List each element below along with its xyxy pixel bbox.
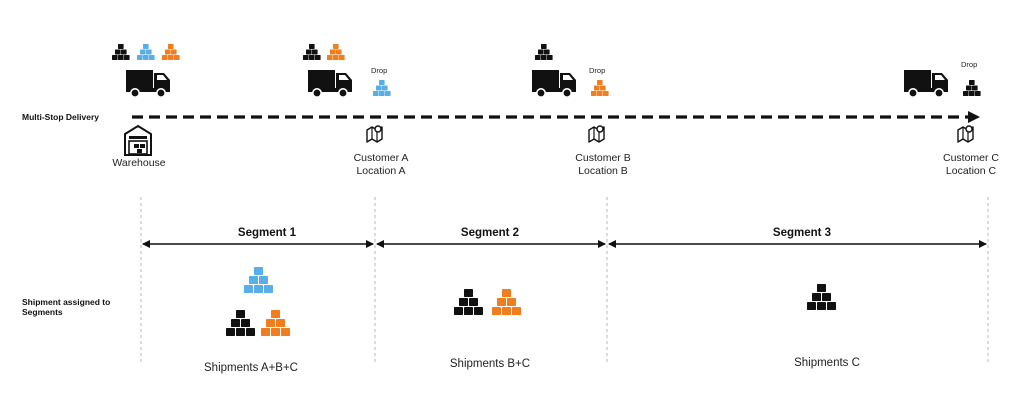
truck-icon (903, 69, 949, 98)
box-stack-icon (591, 80, 609, 96)
segment-label: Segment 3 (772, 227, 832, 239)
truck-icon (125, 69, 171, 98)
location-label-customer-b: Customer B Location B (543, 152, 663, 178)
shipments-label: Shipments A+B+C (204, 362, 298, 374)
shipments-assigned-label-line2: Segments (22, 307, 63, 317)
location-label-warehouse: Warehouse (79, 157, 199, 170)
segment-label: Segment 1 (237, 227, 297, 239)
box-stack-icon (303, 44, 321, 60)
location-sub: Location A (356, 165, 406, 177)
box-stack-icon (963, 80, 981, 96)
location-name: Customer A (353, 152, 409, 164)
shipments-assigned-label: Shipment assigned to Segments (22, 297, 110, 317)
location-label-customer-c: Customer C Location C (911, 152, 1031, 178)
box-stack-icon (535, 44, 553, 60)
map-icon (588, 125, 605, 143)
location-sub: Location C (945, 165, 997, 177)
segment-label: Segment 2 (460, 227, 520, 239)
box-stack-icon (162, 44, 180, 60)
box-stack-icon (112, 44, 130, 60)
box-stack-icon (137, 44, 155, 60)
location-name: Customer C (942, 152, 999, 164)
warehouse-icon (124, 124, 152, 156)
location-label-customer-a: Customer A Location A (321, 152, 441, 178)
map-icon (366, 125, 383, 143)
drop-label: Drop (371, 66, 388, 75)
multi-stop-delivery-label: Multi-Stop Delivery (22, 112, 99, 122)
box-stack-icon (226, 310, 255, 336)
truck-icon (307, 69, 353, 98)
box-stack-icon (492, 289, 521, 315)
box-stack-icon (373, 80, 391, 96)
map-icon (957, 125, 974, 143)
location-sub: Location B (578, 165, 628, 177)
box-stack-icon (454, 289, 483, 315)
location-name: Warehouse (112, 157, 166, 169)
truck-icon (531, 69, 577, 98)
box-stack-icon (261, 310, 290, 336)
shipments-label: Shipments B+C (449, 358, 531, 370)
shipments-label: Shipments C (794, 357, 860, 369)
box-stack-icon (807, 284, 836, 310)
drop-label: Drop (961, 60, 978, 69)
box-stack-icon (327, 44, 345, 60)
shipments-assigned-label-line1: Shipment assigned to (22, 297, 111, 307)
box-stack-icon (244, 267, 273, 293)
drop-label: Drop (589, 66, 606, 75)
location-name: Customer B (575, 152, 631, 164)
